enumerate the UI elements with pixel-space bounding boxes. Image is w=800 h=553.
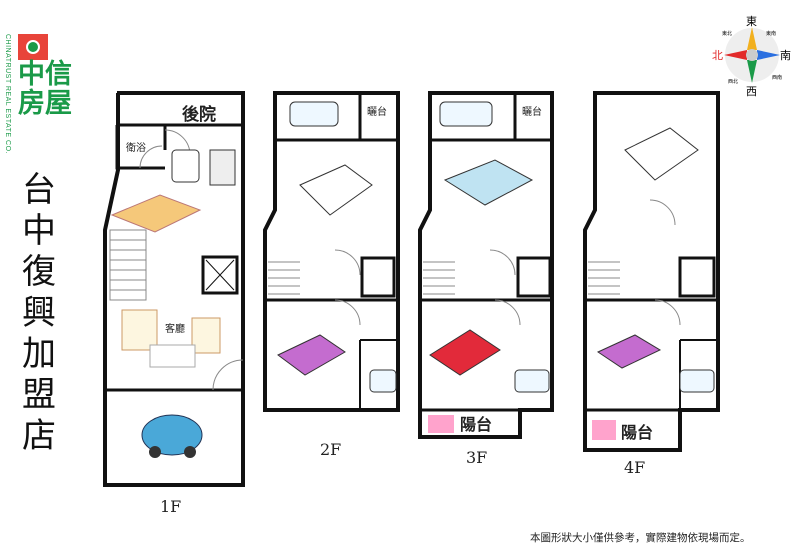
floor-label-3f: 3F <box>466 448 488 467</box>
bed-icon <box>443 159 534 206</box>
room-label-balcony: 陽台 <box>621 423 653 442</box>
stairs-4f <box>588 261 620 295</box>
plant-icon <box>592 420 616 440</box>
stairs-3f <box>423 261 455 295</box>
compass-southeast: 東南 <box>766 30 776 37</box>
compass-south: 南 <box>780 49 791 62</box>
room-label-bathroom: 衛浴 <box>126 141 146 154</box>
branch-name: 台中復興加盟店 <box>22 170 56 456</box>
stairs-1f <box>109 229 147 301</box>
car-icon <box>141 414 203 458</box>
bed-icon <box>277 334 346 376</box>
room-label-drying: 曬台 <box>367 105 387 118</box>
floor-label-2f: 2F <box>320 440 342 459</box>
compass-icon: 東 南 西 北 東南 東北 西南 西北 <box>712 15 791 98</box>
compass-southwest: 西南 <box>772 74 782 81</box>
bathtub-icon <box>289 101 339 127</box>
brand-name-en: CHINATRUST REAL ESTATE CO. <box>4 34 11 154</box>
floor-4f-plan <box>583 91 720 452</box>
compass-northeast: 東北 <box>722 30 732 37</box>
bathtub-icon <box>514 369 550 393</box>
stairs-2f <box>268 261 300 295</box>
compass-north: 北 <box>712 49 723 62</box>
bed-icon <box>429 329 501 376</box>
floor-label-1f: 1F <box>160 497 182 516</box>
room-label-living: 客廳 <box>165 322 185 335</box>
bed-icon <box>624 127 699 181</box>
brand-name-cn: 中信房屋 <box>18 59 72 119</box>
floor-3f-plan <box>418 91 554 439</box>
disclaimer: 本圖形狀大小僅供參考，實際建物依現場而定。 <box>530 532 751 544</box>
floor-1f-plan <box>103 91 245 487</box>
room-label-drying: 曬台 <box>522 105 542 118</box>
bathtub-icon <box>679 369 715 393</box>
compass-northwest: 西北 <box>728 78 738 85</box>
compass-west: 西 <box>746 85 757 98</box>
room-label-balcony: 陽台 <box>460 415 492 434</box>
compass-east: 東 <box>746 15 757 28</box>
plant-icon <box>428 415 454 433</box>
sofa-icon <box>121 309 221 368</box>
bed-icon <box>299 164 373 216</box>
room-label-backyard: 後院 <box>182 104 216 125</box>
bed-icon <box>596 334 662 369</box>
floor-label-4f: 4F <box>624 458 646 477</box>
bathtub-icon <box>439 101 493 127</box>
kitchen-sink-icon <box>171 149 236 186</box>
dining-table-icon <box>110 194 202 233</box>
brand-badge-icon <box>18 34 48 60</box>
floor-2f-plan <box>263 91 400 412</box>
bathtub-icon <box>369 369 397 393</box>
